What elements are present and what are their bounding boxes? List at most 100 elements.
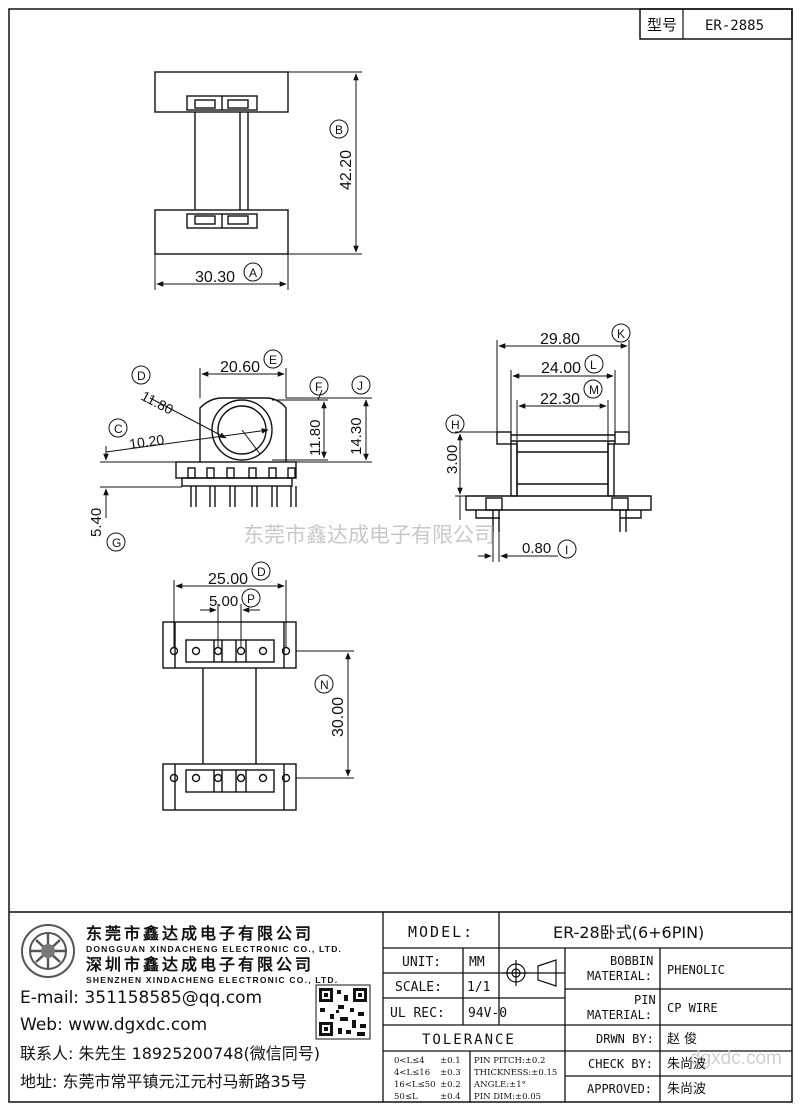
marker-G: G [106, 532, 126, 552]
svg-text:D: D [257, 565, 266, 579]
svg-text:D: D [137, 369, 146, 383]
marker-E: E [263, 349, 283, 369]
marker-C: C [108, 418, 128, 438]
company-web: Web: www.dgxdc.com [20, 1015, 207, 1035]
tol-row-1-range: 0<L≤4 [394, 1056, 425, 1066]
svg-text:I: I [565, 543, 568, 557]
tol-row-4-range: 50≤L [394, 1092, 418, 1102]
dim-P-value: 5.00 [209, 593, 238, 610]
svg-text:N: N [320, 678, 329, 692]
model-label: MODEL: [408, 923, 474, 941]
svg-text:L: L [590, 358, 597, 372]
type-label: 型号 [647, 16, 677, 34]
model-code: ER-2885 [705, 18, 764, 34]
marker-K: K [611, 323, 631, 343]
svg-text:G: G [112, 536, 121, 550]
ul-value: 94V-0 [468, 1006, 507, 1021]
title-block-grid [382, 912, 792, 1102]
dims-front [100, 368, 372, 518]
dim-I-value: 0.80 [522, 540, 551, 557]
svg-text:F: F [315, 380, 322, 394]
tolerance-label: TOLERANCE [422, 1032, 516, 1048]
watermark-center: 东莞市鑫达成电子有限公司 [243, 523, 495, 547]
company-name-sz: 深圳市鑫达成电子有限公司 [86, 955, 314, 974]
dim-L-value: 24.00 [541, 360, 581, 377]
check-value: 朱尚波 [667, 1057, 706, 1072]
company-address: 地址: 东莞市常平镇元江元村马新路35号 [20, 1072, 307, 1091]
dim-A-value: 30.30 [195, 269, 235, 286]
tol-row-2-range: 4<L≤16 [394, 1068, 430, 1078]
dim-F-value: 11.80 [307, 420, 324, 456]
dim-H-value: 3.00 [444, 445, 461, 474]
bobbin-label-1: BOBBIN [610, 954, 653, 968]
approved-value: 朱尚波 [667, 1082, 706, 1097]
dims-bottom [173, 580, 354, 779]
marker-L: L [584, 354, 604, 374]
drawn-label: DRWN BY: [596, 1032, 654, 1046]
company-contact: 联系人: 朱先生 18925200748(微信同号) [20, 1044, 320, 1063]
dims-side [455, 340, 630, 562]
unit-label: UNIT: [402, 955, 441, 970]
tol-row-4-extra: PIN DIM:±0.05 [474, 1092, 541, 1102]
bobbin-value: PHENOLIC [667, 963, 725, 977]
svg-text:J: J [357, 379, 363, 393]
svg-text:B: B [335, 123, 343, 137]
pin-label-2: MATERIAL: [587, 1008, 652, 1022]
marker-D2: D [251, 561, 271, 581]
marker-P: P [241, 588, 261, 608]
svg-text:H: H [451, 418, 460, 432]
side-view [465, 431, 652, 532]
front-pins [187, 467, 297, 507]
marker-N: N [314, 674, 334, 694]
tol-row-4-value: ±0.4 [440, 1092, 461, 1102]
front-view [175, 397, 297, 507]
ul-label: UL REC: [390, 1006, 445, 1021]
dim-G-value: 5.40 [88, 508, 105, 537]
svg-text:C: C [114, 422, 123, 436]
dim-E-value: 20.60 [220, 359, 260, 376]
approved-label: APPROVED: [587, 1082, 652, 1096]
company-name-dg-en: DONGGUAN XINDACHENG ELECTRONIC CO., LTD. [86, 944, 342, 954]
marker-I: I [557, 539, 577, 559]
model-value: ER-28卧式(6+6PIN) [553, 923, 704, 942]
marker-M: M [583, 379, 603, 399]
scale-label: SCALE: [395, 980, 442, 995]
marker-F: F [309, 376, 329, 396]
tol-row-1-extra: PIN PITCH:±0.2 [474, 1056, 545, 1066]
tol-row-3-value: ±0.2 [440, 1080, 461, 1090]
dim-D2-value: 25.00 [208, 571, 248, 588]
marker-H: H [445, 414, 465, 434]
tol-row-2-value: ±0.3 [440, 1068, 461, 1078]
company-name-dg: 东莞市鑫达成电子有限公司 [86, 924, 314, 943]
dim-K-value: 29.80 [540, 331, 580, 348]
svg-text:K: K [617, 327, 625, 341]
unit-value: MM [469, 955, 485, 970]
dim-D-value: 11.80 [139, 388, 177, 418]
top-view [154, 71, 289, 255]
dim-M-value: 22.30 [540, 391, 580, 408]
dim-C-value: 10.20 [128, 431, 165, 452]
header-box [639, 8, 793, 40]
qr-code [315, 984, 371, 1040]
marker-B: B [329, 119, 349, 139]
tol-row-3-extra: ANGLE:±1° [473, 1080, 526, 1090]
svg-text:A: A [249, 266, 257, 280]
dim-J-value: 14.30 [348, 417, 365, 455]
dimension-markers: A B C D E F J G H I K L M D P N [106, 119, 631, 694]
marker-A: A [243, 262, 263, 282]
tol-row-1-value: ±0.1 [440, 1056, 461, 1066]
marker-J: J [351, 375, 371, 395]
company-logo-icon [21, 924, 75, 978]
tol-row-3-range: 16<L≤50 [394, 1080, 436, 1090]
company-name-sz-en: SHENZHEN XINDACHENG ELECTRONIC CO., LTD. [86, 975, 338, 985]
dim-N-value: 30.00 [330, 697, 347, 737]
drawing-frame [8, 8, 793, 1103]
tol-row-2-extra: THICKNESS:±0.15 [474, 1068, 557, 1078]
watermark-corner: dgxdc.com [690, 1048, 782, 1069]
marker-D: D [131, 365, 151, 385]
projection-symbol-icon [503, 959, 557, 987]
drawn-value: 赵 俊 [667, 1032, 697, 1047]
bobbin-label-2: MATERIAL: [587, 969, 652, 983]
dim-A [154, 254, 289, 290]
